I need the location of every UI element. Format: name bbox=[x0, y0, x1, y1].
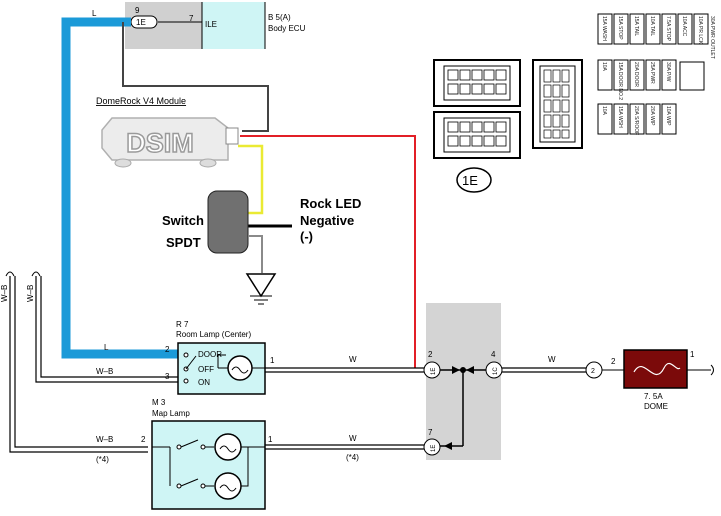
wire-w-dome-label: W bbox=[548, 355, 556, 364]
wire-w-room-label: W bbox=[349, 355, 357, 364]
connector-view-2 bbox=[532, 59, 583, 149]
ecu-ref: B 5(A) bbox=[268, 13, 291, 22]
wire-w-map-label: W bbox=[349, 434, 357, 443]
fuse-r3-1: 10A WIP bbox=[665, 106, 671, 126]
fuse-r2-2: 25A PWR bbox=[649, 62, 655, 84]
junction-conn-dome: 1C bbox=[493, 367, 499, 375]
map-lamp-pin-left: 2 bbox=[141, 435, 146, 444]
dome-fuse-name: DOME bbox=[644, 402, 668, 411]
map-lamp: M 3 Map Lamp 2 1 bbox=[141, 398, 273, 510]
connector-view-1: 1E bbox=[433, 59, 521, 193]
room-lamp-door: DOOR bbox=[198, 350, 222, 359]
fuse-r1-6: 15A TAIL bbox=[633, 16, 639, 36]
fuse-r3-2: 20A WIP bbox=[649, 106, 655, 126]
ecu-terminal-label: ILE bbox=[205, 20, 217, 29]
switch-label-2: SPDT bbox=[166, 235, 201, 250]
wire-l-blue bbox=[61, 17, 178, 359]
rock-led-label-3: (-) bbox=[300, 229, 313, 244]
ground-icon bbox=[245, 273, 277, 305]
junction-connectors: 2 1E 4 1C 7 1E bbox=[423, 350, 503, 456]
switch-label-1: Switch bbox=[162, 213, 204, 228]
wire-red bbox=[240, 135, 416, 368]
fuse-r2-1: 30A P/W bbox=[665, 62, 671, 82]
room-lamp-name: Room Lamp (Center) bbox=[176, 330, 251, 339]
wire-ground-gray bbox=[248, 235, 263, 273]
ecu-connector-id: 1E bbox=[136, 18, 146, 27]
note-right: (*4) bbox=[346, 453, 359, 462]
fuse-r1-8: 15A WASH bbox=[601, 16, 607, 41]
note-left: (*4) bbox=[96, 455, 109, 464]
rock-led-label-1: Rock LED bbox=[300, 196, 361, 211]
fuse-panel: 15A WASH 15A STOP 15A TAIL 10A TAIL 7.5A… bbox=[597, 13, 715, 135]
fuse-r1-3: 10A ACC bbox=[681, 16, 687, 37]
dsim-module: DomeRock V4 Module DSIM bbox=[96, 96, 239, 168]
ecu-pin: 7 bbox=[189, 14, 194, 23]
wire-l-top-label: L bbox=[92, 9, 97, 18]
fuse-r1-1: 30A PWR OUTLET bbox=[709, 16, 715, 59]
room-lamp-pin-top: 2 bbox=[165, 345, 170, 354]
wire-wb-label-1: W–B bbox=[0, 285, 9, 302]
room-lamp-pin-right: 1 bbox=[270, 356, 275, 365]
ecu-connector-pin: 9 bbox=[135, 6, 140, 15]
spdt-switch bbox=[207, 190, 249, 254]
fuse-r1-7: 15A STOP bbox=[617, 16, 623, 40]
fuse-r2-3: 20A DOOR bbox=[633, 62, 639, 87]
wire-yellow bbox=[238, 144, 264, 215]
map-lamp-pin-right: 1 bbox=[268, 435, 273, 444]
wire-wb-label-2: W–B bbox=[26, 285, 35, 302]
room-lamp-pin-bottom: 3 bbox=[165, 372, 170, 381]
map-lamp-ref: M 3 bbox=[152, 398, 166, 407]
room-lamp: R 7 Room Lamp (Center) 2 3 1 DOOR OFF ON bbox=[165, 320, 275, 395]
map-lamp-bulb-1-icon bbox=[214, 433, 242, 461]
fuse-r3-3: 20A S/ROOF bbox=[633, 106, 639, 135]
dome-fuse-rating: 7. 5A bbox=[644, 392, 663, 401]
junction-conn-map: 1E bbox=[431, 445, 437, 452]
dome-pin: 2 bbox=[611, 357, 616, 366]
module-title: DomeRock V4 Module bbox=[96, 96, 186, 106]
connector-view-label: 1E bbox=[462, 173, 478, 188]
junction-pin-map: 7 bbox=[428, 428, 433, 437]
junction-conn-room: 1E bbox=[431, 368, 437, 375]
module-logo: DSIM bbox=[126, 128, 194, 158]
dome-fuse-pin1: 1 bbox=[690, 350, 695, 359]
map-lamp-name: Map Lamp bbox=[152, 409, 190, 418]
fuse-r2-5: 10A bbox=[601, 62, 607, 72]
wire-wb-map-label: W–B bbox=[96, 435, 113, 444]
wire-l-bottom-label: L bbox=[104, 343, 109, 352]
junction-pin-room: 2 bbox=[428, 350, 433, 359]
fuse-r1-2: 10A PR LCK bbox=[697, 16, 703, 45]
wire-module-feed bbox=[122, 22, 269, 132]
fuse-r3-4: 15A WSH bbox=[617, 106, 623, 128]
room-lamp-on: ON bbox=[198, 378, 210, 387]
map-lamp-bulb-2-icon bbox=[214, 472, 242, 500]
fuse-r1-5: 10A TAIL bbox=[649, 16, 655, 36]
ecu-name: Body ECU bbox=[268, 24, 306, 33]
room-lamp-off: OFF bbox=[198, 365, 214, 374]
dome-fuse-icon bbox=[623, 349, 688, 389]
body-ecu: ILE B 5(A) Body ECU 7 9 1E bbox=[125, 2, 306, 49]
fuse-r3-5: 10A bbox=[601, 106, 607, 116]
room-lamp-bulb-icon bbox=[227, 355, 253, 381]
wire-wb-verticals bbox=[5, 271, 178, 453]
room-lamp-ref: R 7 bbox=[176, 320, 189, 329]
rock-led-label-2: Negative bbox=[300, 213, 354, 228]
dome-connector-label: 2 bbox=[591, 368, 595, 375]
wire-wb-room-label: W–B bbox=[96, 367, 113, 376]
fuse-r1-4: 7.5A STOP bbox=[665, 16, 671, 42]
fuse-r2-4: 15A DOOR NO.2 bbox=[617, 62, 623, 100]
junction-pin-dome: 4 bbox=[491, 350, 496, 359]
